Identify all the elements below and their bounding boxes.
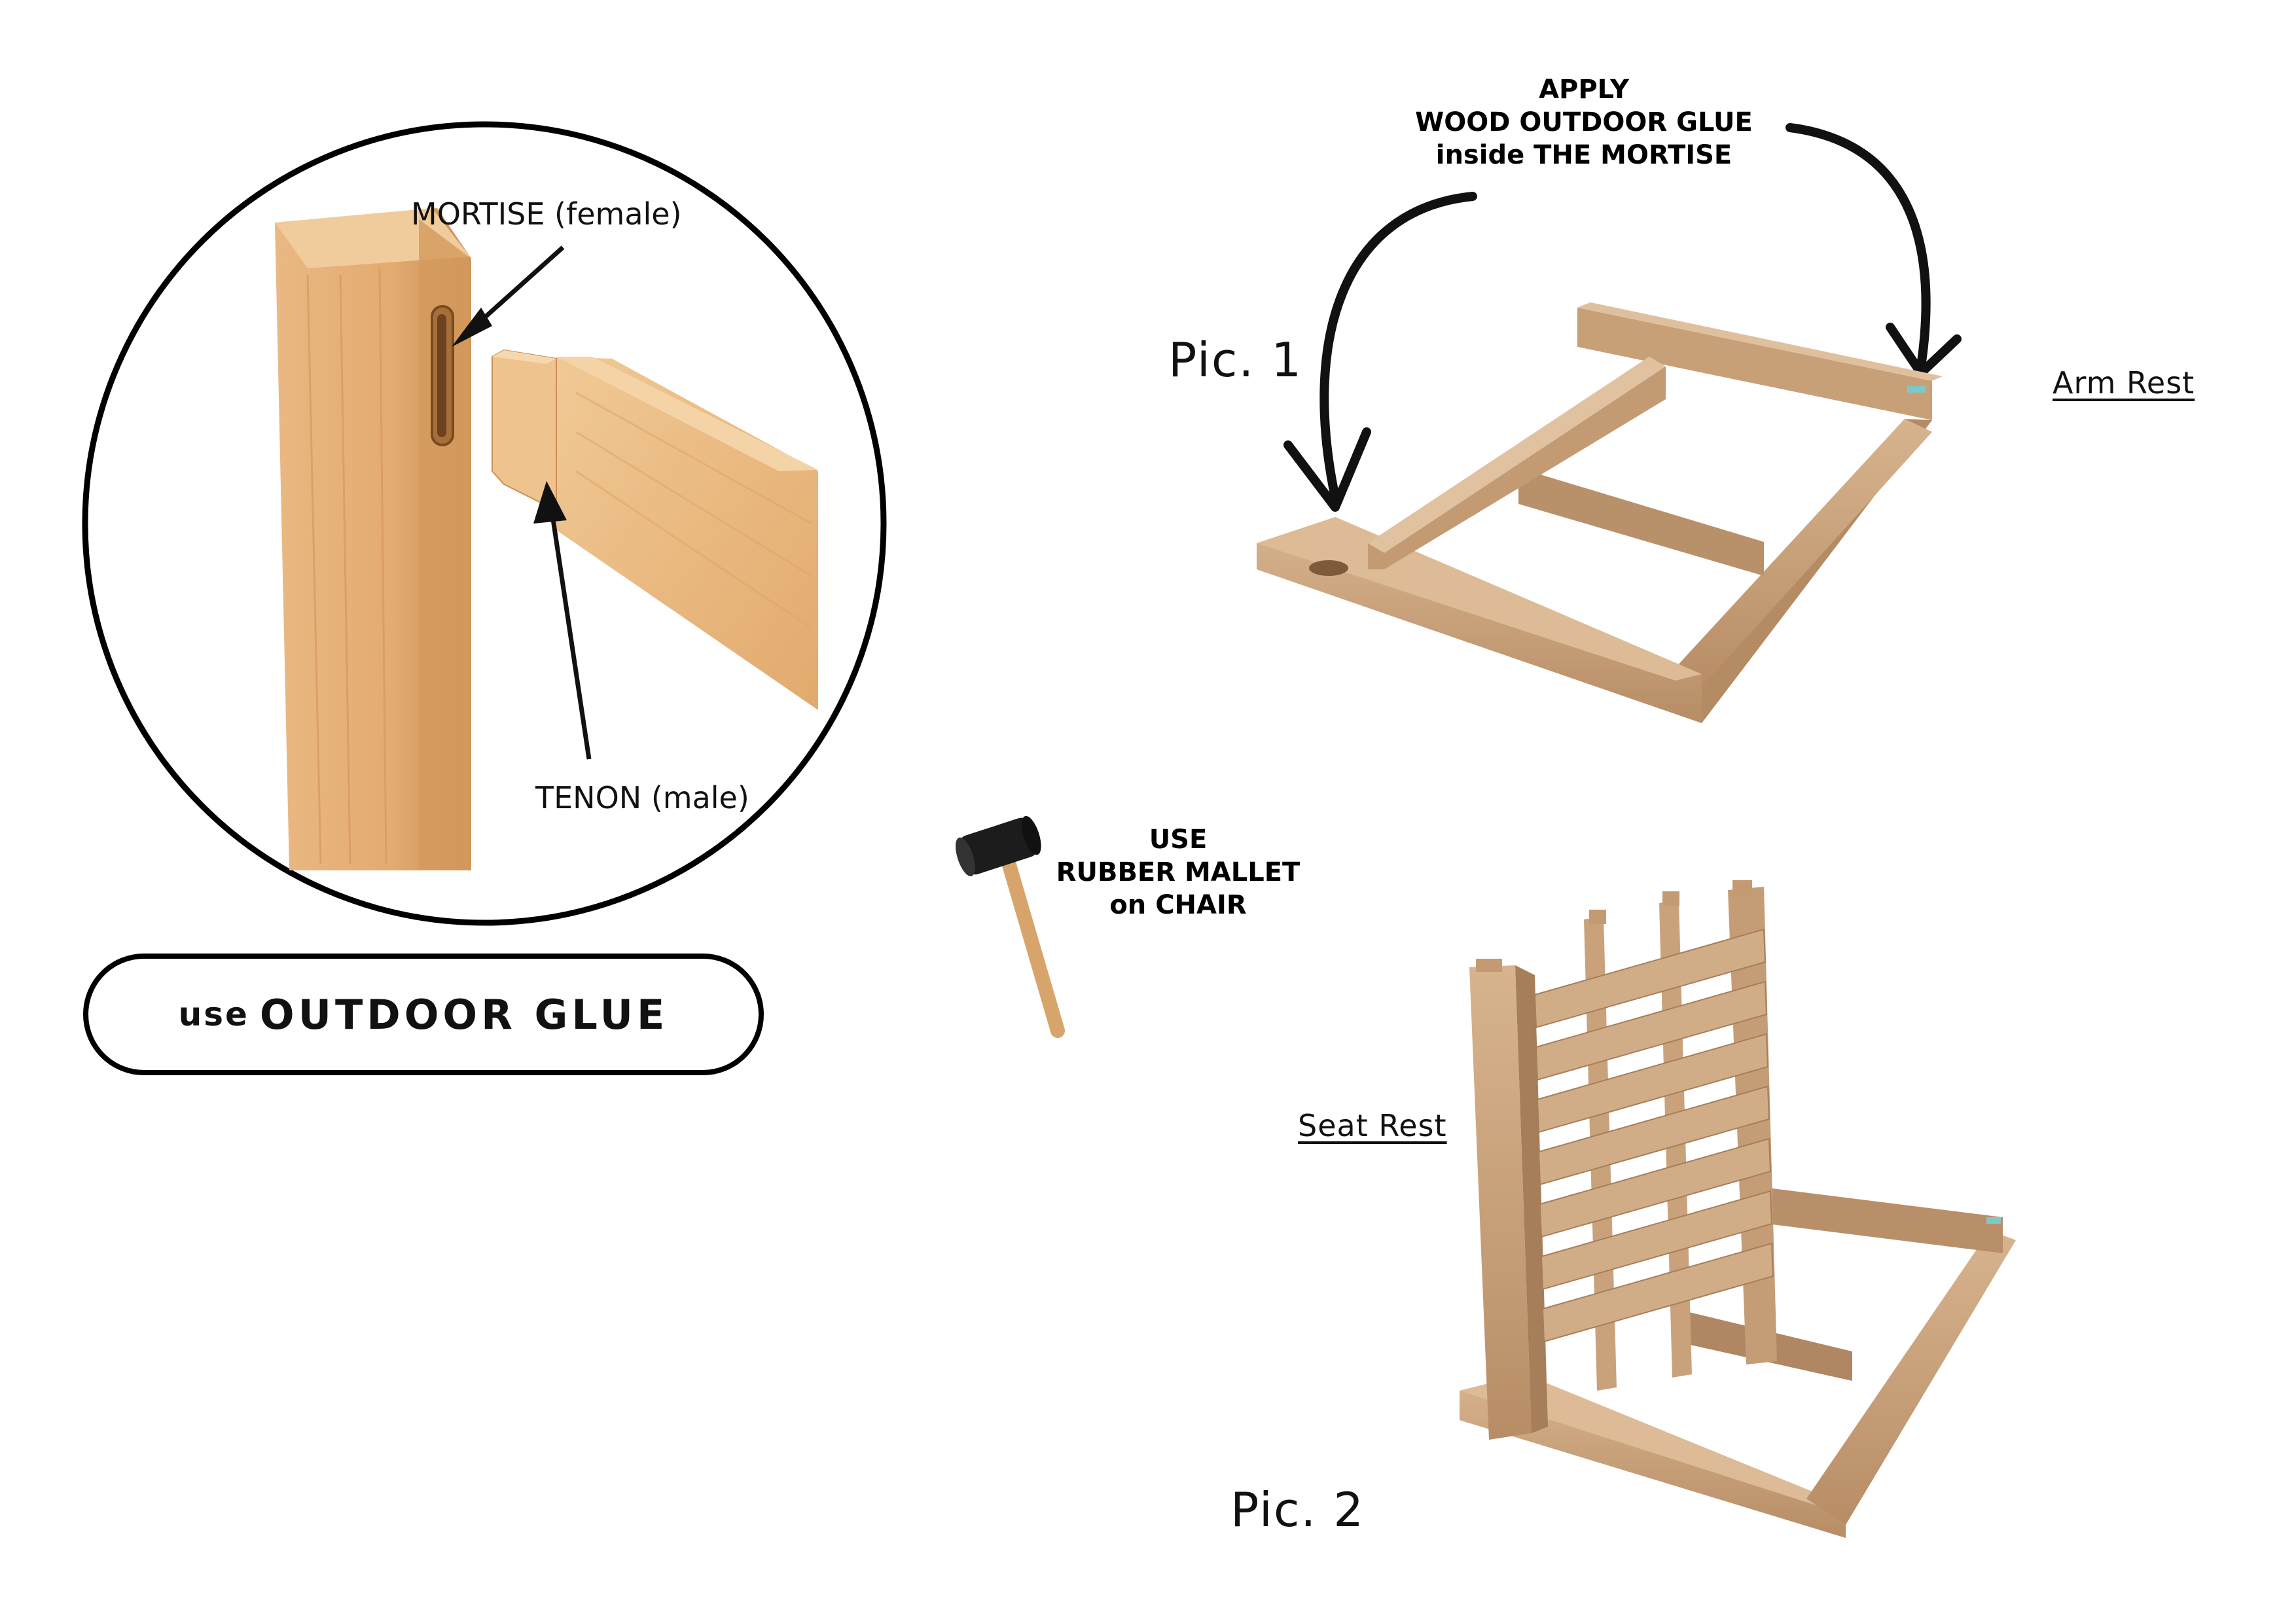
apply-glue-note-line1: APPLY	[1539, 75, 1629, 105]
apply-glue-note-line2: WOOD OUTDOOR GLUE	[1415, 107, 1753, 137]
rubber-mallet-icon	[956, 815, 1065, 1038]
apply-glue-note-line3: inside THE MORTISE	[1435, 140, 1732, 170]
arm-rest-frame-illustration	[1257, 302, 1943, 723]
pic2-caption: Pic. 2	[1230, 1482, 1365, 1537]
use-outdoor-glue-callout: use OUTDOOR GLUE	[83, 954, 764, 1075]
pic1-caption: Pic. 1	[1168, 332, 1303, 387]
rubber-mallet-note-line3: on CHAIR	[1109, 890, 1247, 920]
tenon-board-top	[556, 357, 818, 471]
rubber-mallet-note: USE RUBBER MALLET on CHAIR	[1034, 823, 1322, 921]
apply-glue-note: APPLY WOOD OUTDOOR GLUE inside THE MORTI…	[1388, 73, 1780, 171]
tenon-pointer-arrow	[549, 510, 592, 760]
mortise-label: MORTISE (female)	[411, 196, 682, 232]
mortise-tenon-joint-illustration	[275, 208, 818, 870]
rubber-mallet-note-line2: RUBBER MALLET	[1056, 857, 1300, 887]
glue-box-prefix: use	[178, 995, 249, 1033]
rubber-mallet-note-line1: USE	[1149, 825, 1208, 855]
joint-detail-circle	[82, 121, 887, 926]
seat-rest-label: Seat Rest	[1298, 1108, 1447, 1143]
arm-rest-label: Arm Rest	[2053, 365, 2195, 401]
glue-box-emphasis: OUTDOOR GLUE	[259, 990, 669, 1039]
seat-rest-frame-illustration	[1460, 880, 2016, 1538]
glue-arrow-right	[1785, 123, 1931, 371]
glue-arrow-left	[1319, 192, 1477, 502]
tenon-label: TENON (male)	[535, 780, 749, 815]
